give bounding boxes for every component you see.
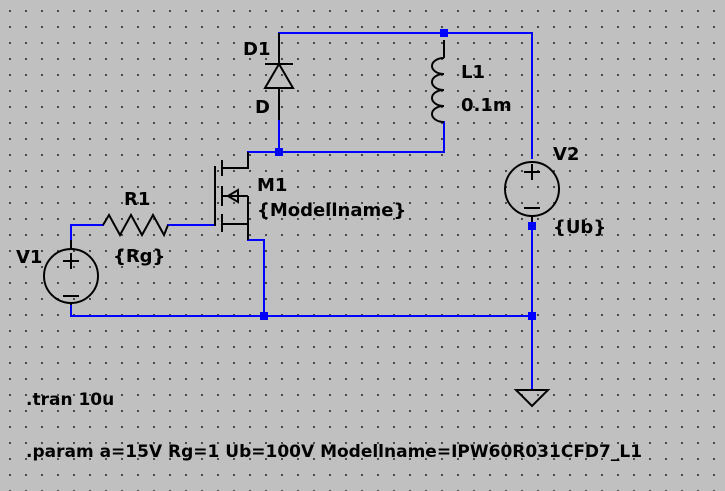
m1-value-label: {Modellname}	[257, 200, 406, 221]
voltage-source-v1-symbol[interactable]	[43, 240, 99, 305]
d1-value-label: D	[255, 97, 270, 118]
m1-ref-label: M1	[257, 175, 287, 196]
diode-d1-symbol[interactable]	[263, 33, 295, 120]
resistor-r1-symbol[interactable]	[102, 212, 169, 238]
r1-value-label: {Rg}	[113, 246, 165, 267]
wire-source-to-gnd[interactable]	[247, 239, 265, 317]
mosfet-m1-symbol[interactable]	[214, 152, 249, 240]
tran-directive[interactable]: .tran 10u	[26, 390, 114, 410]
ground-symbol[interactable]	[513, 389, 551, 408]
junction-nodes	[260, 29, 536, 320]
l1-ref-label: L1	[461, 62, 485, 83]
wire-v1-to-r1[interactable]	[70, 224, 104, 241]
wires[interactable]	[70, 32, 533, 391]
v1-ref-label: V1	[16, 247, 42, 268]
junction-node	[528, 222, 536, 230]
wire-top-rail[interactable]	[278, 32, 533, 159]
l1-value-label: 0.1m	[461, 95, 512, 116]
wire-ground-rail[interactable]	[70, 304, 533, 317]
d1-ref-label: D1	[243, 39, 270, 60]
inductor-l1-symbol[interactable]	[431, 40, 445, 123]
r1-ref-label: R1	[124, 189, 150, 210]
junction-node	[275, 148, 283, 156]
wire-drain-rail[interactable]	[247, 121, 445, 153]
v2-value-label: {Ub}	[553, 217, 606, 238]
voltage-source-v2-symbol[interactable]	[504, 161, 560, 226]
param-directive[interactable]: .param a=15V Rg=1 Ub=100V Modellname=IPW…	[26, 442, 642, 462]
junction-node	[528, 312, 536, 320]
v2-ref-label: V2	[553, 144, 579, 165]
junction-node	[260, 312, 268, 320]
junction-node	[440, 29, 448, 37]
